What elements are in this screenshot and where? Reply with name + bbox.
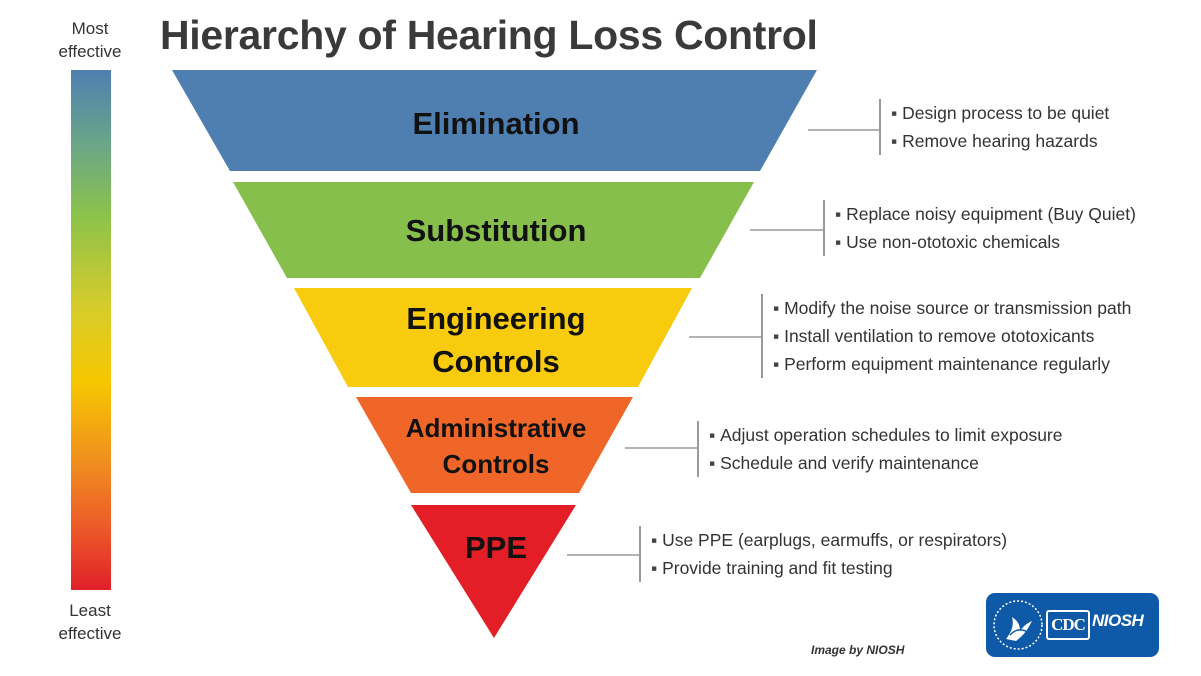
scale-top-label: Most effective	[30, 17, 150, 63]
bullet-item: Replace noisy equipment (Buy Quiet)	[835, 200, 1136, 228]
tier-label-line: PPE	[464, 530, 528, 565]
scale-top-line-1: Most	[71, 19, 109, 38]
tier-label-line: Substitution	[405, 213, 587, 248]
tier-label-line: Engineering	[406, 301, 586, 336]
bullet-item: Schedule and verify maintenance	[709, 449, 1063, 477]
tier-shape-3	[294, 288, 692, 387]
bullet-item: Use PPE (earplugs, earmuffs, or respirat…	[651, 526, 1007, 554]
bullet-item: Modify the noise source or transmission …	[773, 294, 1131, 322]
tier-shape-1	[172, 70, 817, 171]
scale-bottom-line-2: effective	[58, 624, 122, 643]
bullet-item: Adjust operation schedules to limit expo…	[709, 421, 1062, 449]
tier-bullet-list-1: Design process to be quietRemove hearing…	[879, 99, 1109, 155]
cdc-logo-icon: CDC	[1046, 610, 1090, 640]
image-credit: Image by NIOSH	[811, 643, 905, 657]
tier-shape-4	[356, 397, 633, 493]
effectiveness-gradient-bar	[71, 70, 111, 590]
tier-bullet-list-3: Modify the noise source or transmission …	[761, 294, 1131, 378]
tier-shape-5	[411, 505, 576, 638]
bullet-item: Use non-ototoxic chemicals	[835, 228, 1136, 256]
bullet-item: Remove hearing hazards	[891, 127, 1109, 155]
bullet-item: Perform equipment maintenance regularly	[773, 350, 1131, 378]
scale-top-line-2: effective	[58, 42, 122, 61]
hhs-seal-icon	[993, 600, 1043, 650]
page-title: Hierarchy of Hearing Loss Control	[160, 12, 818, 58]
tier-bullet-list-4: Adjust operation schedules to limit expo…	[697, 421, 1063, 477]
tier-label-line: Elimination	[412, 106, 580, 141]
cdc-niosh-logo: CDC NIOSH	[986, 593, 1159, 657]
tier-label-1: Elimination	[296, 105, 696, 143]
tier-bullet-list-2: Replace noisy equipment (Buy Quiet)Use n…	[823, 200, 1136, 256]
tier-label-2: Substitution	[296, 212, 696, 250]
tier-shape-2	[233, 182, 754, 278]
scale-bottom-label: Least effective	[30, 599, 150, 645]
bullet-item: Install ventilation to remove ototoxican…	[773, 322, 1131, 350]
tier-bullet-list-5: Use PPE (earplugs, earmuffs, or respirat…	[639, 526, 1007, 582]
tier-label-line: Administrative	[405, 413, 587, 443]
scale-bottom-line-1: Least	[69, 601, 111, 620]
bullet-item: Provide training and fit testing	[651, 554, 1007, 582]
tier-label-line: Controls	[442, 449, 550, 479]
niosh-logo-icon: NIOSH	[1092, 611, 1144, 630]
tier-label-5: PPE	[296, 529, 696, 567]
bullet-item: Design process to be quiet	[891, 99, 1109, 127]
tier-label-line: Controls	[432, 344, 560, 379]
